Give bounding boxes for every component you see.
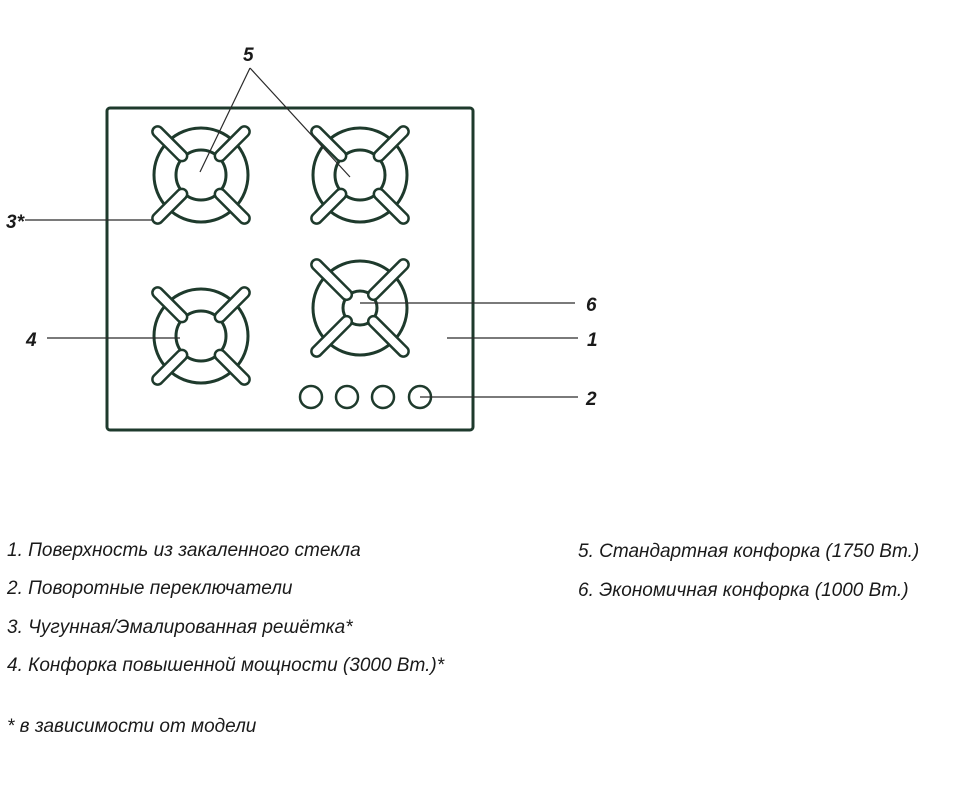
- grate-bar-fill: [216, 190, 249, 223]
- burner-cap: [341, 289, 379, 327]
- control-knob: [298, 384, 324, 410]
- leader-line-5b: [249, 67, 351, 178]
- grate-bar-fill: [375, 127, 408, 160]
- callout-1: 1: [587, 330, 598, 351]
- grate-bar-fill: [216, 351, 249, 384]
- burner-high-power: [151, 286, 251, 386]
- grate-bar-fill: [153, 190, 186, 223]
- legend-item-2: 2. Поворотные переключатели: [7, 578, 293, 599]
- burners-group: [151, 125, 410, 386]
- burner-outer-ring: [152, 126, 250, 224]
- grate-bar-fill: [369, 317, 408, 356]
- grate-bar-fill: [312, 127, 345, 160]
- burner-standard-right: [310, 125, 410, 225]
- grate-bar-fill: [312, 190, 345, 223]
- callout-5: 5: [243, 45, 254, 66]
- legend-item-5: 5. Стандартная конфорка (1750 Вт.): [578, 541, 920, 562]
- callout-2: 2: [585, 389, 597, 410]
- legend-item-4: 4. Конфорка повышенной мощности (3000 Вт…: [7, 655, 445, 676]
- burner-cap: [333, 148, 387, 202]
- callout-4: 4: [25, 330, 37, 351]
- legend-item-6: 6. Экономичная конфорка (1000 Вт.): [578, 580, 909, 601]
- grate-bar-fill: [216, 288, 249, 321]
- legend-item-3: 3. Чугунная/Эмалированная решётка*: [7, 617, 353, 638]
- grate-bar-fill: [153, 288, 186, 321]
- burner-economy: [310, 258, 410, 358]
- legend-footnote: * в зависимости от модели: [7, 716, 257, 737]
- grate-bar-fill: [312, 317, 351, 356]
- burner-outer-ring: [311, 259, 409, 357]
- burner-cap: [174, 148, 228, 202]
- control-knob: [370, 384, 396, 410]
- burner-outer-ring: [152, 287, 250, 385]
- control-knobs: [298, 384, 433, 410]
- burner-cap: [174, 309, 228, 363]
- callout-6: 6: [586, 295, 597, 316]
- callout-3: 3*: [6, 212, 26, 233]
- grate-bar-fill: [312, 260, 351, 299]
- control-knob: [334, 384, 360, 410]
- legend-item-1: 1. Поверхность из закаленного стекла: [7, 540, 361, 561]
- grate-bar-fill: [153, 351, 186, 384]
- grate-bar-fill: [369, 260, 408, 299]
- grate-bar-fill: [153, 127, 186, 160]
- burner-outer-ring: [311, 126, 409, 224]
- grate-bar-fill: [216, 127, 249, 160]
- leader-line-5a: [199, 67, 251, 173]
- grate-bar-fill: [375, 190, 408, 223]
- burner-standard-left: [151, 125, 251, 225]
